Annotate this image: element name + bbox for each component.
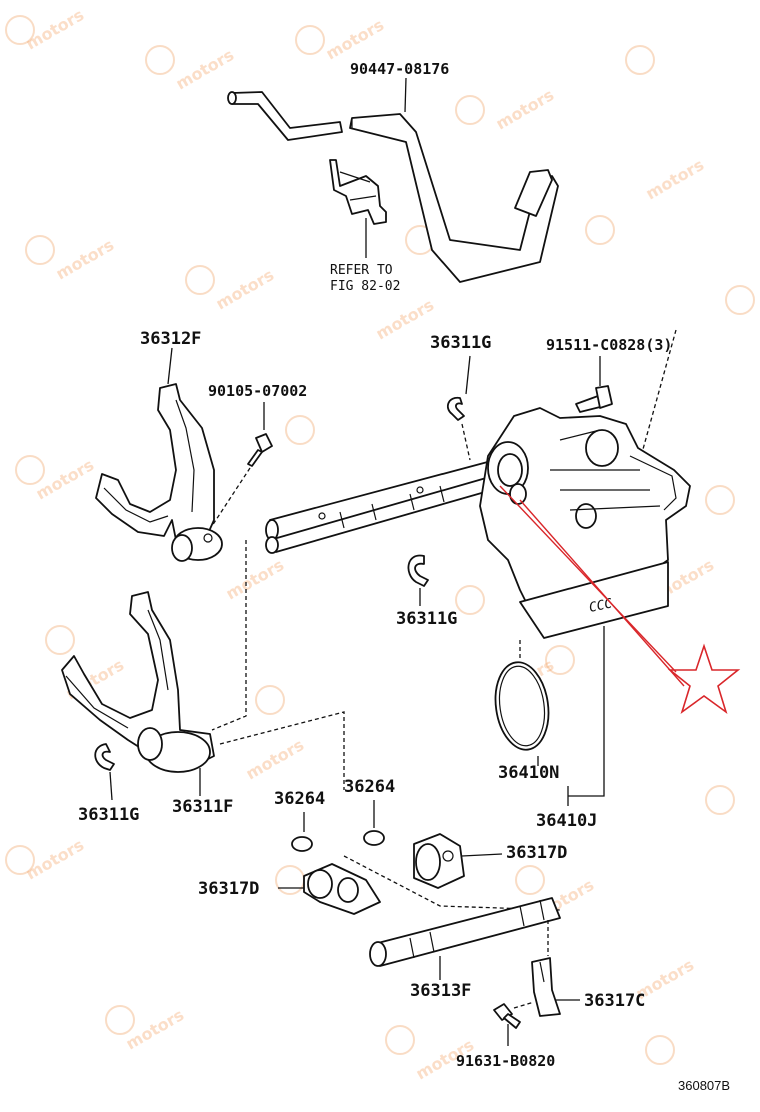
label-refer-line1: REFER TO	[330, 263, 393, 278]
label-case-assembly: 36410J	[536, 811, 597, 831]
label-fork-upper: 36312F	[140, 329, 201, 349]
svg-text:motors: motors	[243, 735, 308, 783]
shift-head-right-part	[413, 833, 465, 889]
label-fork-lower: 36311F	[172, 797, 233, 817]
label-pin-left: 36264	[274, 789, 325, 809]
bolt-upper-part	[247, 433, 273, 467]
label-head-right: 36317D	[506, 843, 567, 863]
label-shaft-lower: 36313F	[410, 981, 471, 1001]
upper-shift-shaft-part	[265, 455, 517, 554]
case-assembly-part: CCC	[479, 407, 691, 639]
lower-shift-fork-part	[61, 591, 215, 773]
svg-text:motors: motors	[53, 235, 118, 283]
label-bolt-upper: 90105-07002	[208, 382, 307, 400]
label-ring-top: 36311G	[430, 333, 491, 353]
label-bolt-lower: 91631-B0820	[456, 1052, 555, 1070]
case-bolts-part	[575, 385, 613, 413]
clip-part	[329, 159, 387, 225]
svg-text:motors: motors	[23, 5, 88, 53]
label-oring: 36410N	[498, 763, 559, 783]
label-refer-line2: FIG 82-02	[330, 279, 400, 294]
svg-text:motors: motors	[223, 555, 288, 603]
pin-right-part	[363, 830, 385, 846]
label-lever: 36317C	[584, 991, 645, 1011]
upper-shift-fork-part	[95, 383, 223, 562]
svg-text:motors: motors	[643, 155, 708, 203]
snap-ring-middle-part	[407, 554, 429, 587]
star-icon	[667, 643, 741, 715]
bolt-lower-part	[493, 1003, 521, 1029]
lower-shift-shaft-part	[369, 897, 561, 967]
snap-ring-lower-part	[94, 743, 115, 771]
label-hose: 90447-08176	[350, 60, 449, 78]
svg-text:motors: motors	[493, 85, 558, 133]
snap-ring-top-part	[446, 396, 465, 421]
label-ring-lower: 36311G	[78, 805, 139, 825]
shift-head-left-part	[303, 863, 381, 915]
label-pin-right: 36264	[344, 777, 395, 797]
svg-text:motors: motors	[173, 45, 238, 93]
lever-part	[531, 957, 561, 1017]
label-head-left: 36317D	[198, 879, 259, 899]
hose-part	[227, 91, 559, 283]
svg-text:motors: motors	[23, 835, 88, 883]
label-bolts-case: 91511-C0828(3)	[546, 336, 672, 354]
o-ring-part	[494, 661, 550, 751]
figure-code: 360807B	[678, 1078, 730, 1093]
pin-left-part	[291, 836, 313, 852]
callout-marker	[499, 485, 741, 715]
label-ring-middle: 36311G	[396, 609, 457, 629]
svg-text:motors: motors	[373, 295, 438, 343]
svg-text:motors: motors	[213, 265, 278, 313]
svg-text:motors: motors	[323, 15, 388, 63]
svg-text:CCC: CCC	[588, 596, 614, 616]
